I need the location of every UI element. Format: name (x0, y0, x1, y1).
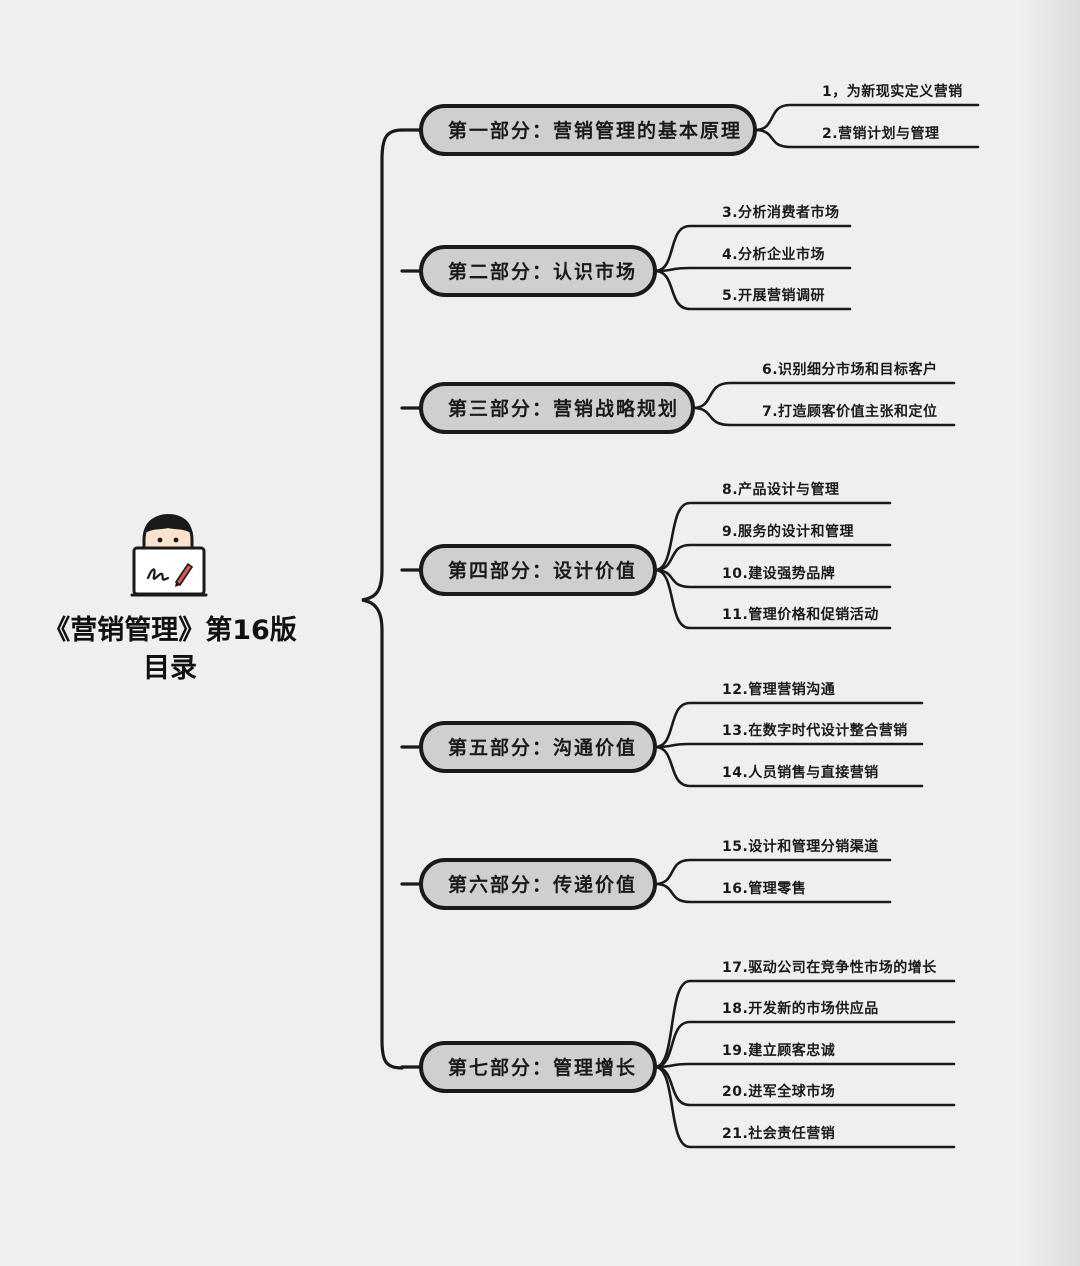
person-with-laptop-icon (130, 514, 208, 597)
chapter-branch (653, 745, 924, 788)
chapter-branch (653, 979, 956, 1069)
chapter-branch (653, 742, 924, 749)
page-edge-shadow (1020, 0, 1080, 1266)
part-node-7: 第七部分：管理增长 17.驱动公司在竞争性市场的增长 18.开发新的市场供应品 19.… (400, 959, 956, 1149)
chapter-branch (653, 568, 892, 630)
chapter-label: 6.识别细分市场和目标客户 (762, 361, 938, 378)
chapter-label: 3.分析消费者市场 (722, 204, 840, 221)
chapter-branch (653, 224, 852, 273)
chapter-branch (653, 543, 892, 572)
part-label: 第四部分：设计价值 (448, 559, 637, 582)
part-node-2: 第二部分：认识市场 3.分析消费者市场 4.分析企业市场 5.开展营销调研 (400, 204, 852, 311)
chapter-label: 4.分析企业市场 (722, 246, 825, 263)
part-node-5: 第五部分：沟通价值 12.管理营销沟通 13.在数字时代设计整合营销 14.人员销售与… (400, 681, 924, 788)
chapter-branch (653, 882, 892, 904)
chapter-label: 8.产品设计与管理 (722, 481, 840, 498)
diagram-title: 《营销管理》第16版 目录 (20, 612, 320, 688)
chapter-branch (653, 1020, 956, 1069)
part-node-6: 第六部分：传递价值 15.设计和管理分销渠道 16.管理零售 (400, 838, 892, 910)
chapter-label: 14.人员销售与直接营销 (722, 764, 879, 781)
chapter-branch (653, 1062, 956, 1069)
part-label: 第一部分：营销管理的基本原理 (448, 119, 742, 142)
chapter-branch (753, 128, 980, 149)
main-brace (361, 128, 404, 1070)
chapter-branch (653, 701, 924, 749)
chapter-branch (653, 269, 852, 311)
chapter-label: 12.管理营销沟通 (722, 681, 835, 698)
chapter-branch (753, 103, 980, 132)
chapter-label: 1，为新现实定义营销 (822, 83, 963, 100)
title-line-2: 目录 (143, 653, 197, 684)
avatar (130, 512, 210, 598)
part-node-3: 第三部分：营销战略规划 6.识别细分市场和目标客户 7.打造顾客价值主张和定位 (400, 361, 956, 434)
part-node-1: 第一部分：营销管理的基本原理 1，为新现实定义营销 2.营销计划与管理 (400, 83, 980, 156)
part-label: 第六部分：传递价值 (448, 873, 637, 896)
chapter-branch (691, 381, 956, 410)
chapter-label: 17.驱动公司在竞争性市场的增长 (722, 959, 937, 976)
chapter-label: 15.设计和管理分销渠道 (722, 838, 879, 855)
part-label: 第七部分：管理增长 (448, 1056, 637, 1079)
part-label: 第五部分：沟通价值 (448, 736, 637, 759)
chapter-branch (653, 858, 892, 886)
chapter-branch (653, 266, 852, 273)
chapter-label: 18.开发新的市场供应品 (722, 1000, 879, 1017)
chapter-branch (691, 406, 956, 427)
part-node-4: 第四部分：设计价值 8.产品设计与管理 9.服务的设计和管理 10.建设强势品牌 11.… (400, 481, 892, 630)
chapter-label: 16.管理零售 (722, 880, 806, 897)
part-label: 第三部分：营销战略规划 (448, 397, 679, 420)
chapter-label: 21.社会责任营销 (722, 1125, 835, 1142)
chapter-label: 9.服务的设计和管理 (722, 523, 854, 540)
chapter-branch (653, 1065, 956, 1149)
chapter-label: 13.在数字时代设计整合营销 (722, 722, 908, 739)
part-label: 第二部分：认识市场 (448, 260, 637, 283)
chapter-label: 20.进军全球市场 (722, 1083, 835, 1100)
title-line-1: 《营销管理》第16版 (43, 615, 297, 646)
chapter-label: 2.营销计划与管理 (822, 125, 940, 142)
chapter-label: 19.建立顾客忠诚 (722, 1042, 835, 1059)
chapter-label: 5.开展营销调研 (722, 287, 825, 304)
chapter-label: 11.管理价格和促销活动 (722, 606, 879, 623)
chapter-branch (653, 501, 892, 572)
chapter-label: 7.打造顾客价值主张和定位 (762, 403, 938, 420)
chapter-label: 10.建设强势品牌 (722, 565, 835, 582)
